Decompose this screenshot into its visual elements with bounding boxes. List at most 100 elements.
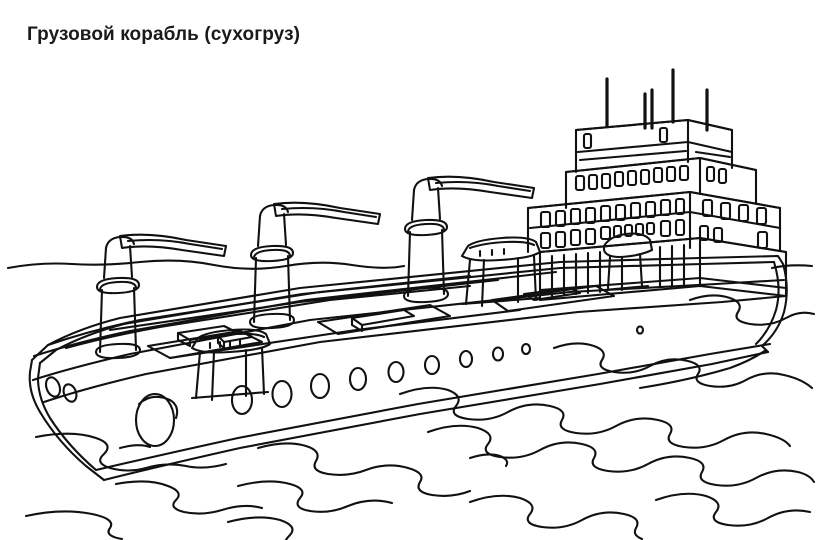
crane-pedestal-top [252, 248, 292, 260]
window [701, 198, 714, 218]
crane-collar-ring [249, 244, 295, 263]
window [645, 221, 656, 236]
window [599, 225, 612, 241]
deck-crane [402, 175, 536, 304]
window [584, 206, 597, 225]
horizon-line-right [770, 264, 814, 270]
cargo-hatch-lid-side [350, 316, 364, 333]
window [705, 165, 716, 183]
stern-transom-inner [754, 260, 780, 346]
window [539, 210, 552, 229]
window [717, 167, 728, 185]
porthole [491, 346, 505, 362]
page-title: Грузовой корабль (сухогруз) [27, 24, 301, 45]
porthole [271, 379, 293, 409]
vent-house-top [468, 240, 536, 250]
deck-seam [168, 308, 522, 360]
vent-leg [194, 346, 266, 402]
window [658, 126, 669, 144]
window [719, 201, 732, 221]
crane-base-collar [94, 342, 142, 360]
vent-leg [464, 254, 538, 308]
porthole [309, 372, 331, 400]
superstructure-base-skirt [538, 276, 788, 292]
window [614, 203, 627, 222]
crane-pedestal [98, 286, 138, 354]
window [569, 228, 582, 247]
crane-collar-ring [95, 276, 141, 295]
vent-house-top [198, 332, 266, 342]
window [737, 203, 750, 223]
crane-boom-seam [280, 206, 378, 219]
aft-vent-base [602, 284, 650, 292]
wave-small [468, 453, 509, 468]
foredeck-surface [46, 274, 472, 347]
vent-base [460, 296, 542, 306]
window [623, 223, 634, 238]
foredeck-inner-edge [64, 284, 472, 350]
wave [654, 492, 812, 527]
crane-pedestal [252, 254, 292, 324]
window [599, 204, 612, 223]
window [569, 207, 582, 226]
porthole [520, 342, 532, 356]
window [574, 174, 586, 192]
window [554, 230, 567, 249]
window [674, 197, 686, 216]
crane-pedestal-top [98, 280, 138, 292]
window [554, 209, 567, 228]
vent-detail [208, 338, 242, 350]
crane-collar-ring [403, 218, 449, 237]
window [613, 170, 625, 188]
wave [24, 510, 124, 540]
wave [236, 480, 394, 513]
deck-2-mid-band [528, 210, 782, 230]
crane-pedestal-top [406, 222, 446, 234]
crane-boom [426, 175, 536, 200]
stern-keel-line [638, 348, 768, 390]
crane-base-collar [402, 286, 450, 304]
cargo-hatch-lid-side [176, 331, 192, 348]
bow-porthole [62, 383, 78, 403]
vent-base [190, 390, 270, 400]
window [665, 165, 677, 183]
deck-rail-line [32, 270, 558, 358]
wave [552, 342, 814, 390]
deck-machinery [190, 328, 272, 402]
window [612, 224, 623, 239]
window [629, 201, 642, 220]
crane-base-collar [248, 312, 296, 330]
horizon-line [6, 259, 406, 270]
porthole [387, 360, 405, 384]
window [539, 231, 552, 250]
window [678, 164, 690, 182]
cargo-hatch [316, 303, 452, 336]
porthole [230, 384, 254, 416]
window [755, 206, 768, 226]
porthole [458, 349, 474, 369]
window [634, 222, 645, 237]
hull-waterline [102, 350, 770, 482]
vent-house [190, 328, 272, 354]
crane-boom [118, 233, 228, 258]
wave [256, 442, 472, 497]
window [639, 168, 651, 186]
window [584, 227, 597, 246]
wave [114, 480, 264, 515]
wave [688, 294, 816, 326]
anchor-hawse-icon [134, 392, 176, 448]
porthole [423, 354, 441, 376]
wave [226, 516, 294, 540]
window [756, 230, 769, 250]
crane-boom-seam [434, 180, 532, 193]
top-block-band [576, 140, 734, 154]
hull-upper-band [31, 278, 786, 382]
deck-crane [248, 201, 382, 330]
cargo-hatch-lid [176, 324, 238, 342]
bow-stem [28, 358, 106, 482]
deck-machinery [460, 236, 542, 308]
crane-boom-seam [126, 238, 224, 251]
window [652, 166, 664, 184]
